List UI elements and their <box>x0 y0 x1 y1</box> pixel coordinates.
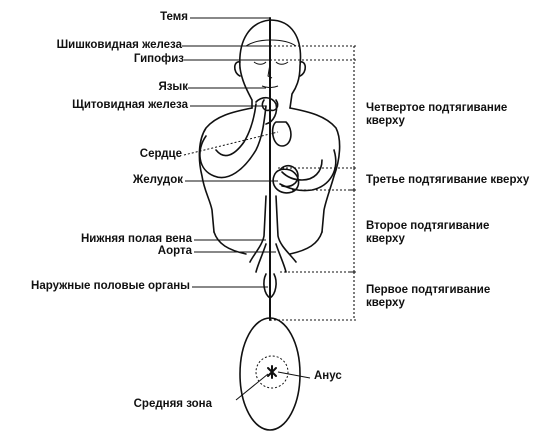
body-outline <box>198 19 341 255</box>
pull-second-line1: Второе подтягивание <box>366 220 490 232</box>
pull-brackets <box>350 45 358 321</box>
pull-first-line2: кверху <box>366 297 405 309</box>
level-guides <box>270 45 354 321</box>
label-aorta: Аорта <box>157 245 192 257</box>
leader-lines <box>182 17 311 401</box>
anus-mark <box>267 365 277 379</box>
pull-fourth-line1: Четвертое подтягивание <box>366 102 508 114</box>
pull-fourth-line2: кверху <box>366 115 405 127</box>
label-tongue: Язык <box>158 81 188 93</box>
label-pituitary: Гипофиз <box>133 53 184 65</box>
pull-third: Третье подтягивание кверху <box>366 174 530 186</box>
label-thyroid-gland: Щитовидная железа <box>72 99 188 111</box>
label-genitals: Наружные половые органы <box>31 280 190 292</box>
label-middle-zone: Средняя зона <box>133 398 212 410</box>
organs <box>249 99 300 299</box>
label-vena-cava: Нижняя полая вена <box>80 233 192 245</box>
label-pineal-gland: Шишковидная железа <box>56 39 182 51</box>
pull-second-line2: кверху <box>366 233 405 245</box>
label-stomach: Желудок <box>132 174 183 186</box>
label-heart: Сердце <box>139 148 182 160</box>
label-anus: Анус <box>314 370 342 382</box>
pelvic-floor-ellipse <box>239 317 301 431</box>
middle-zone-circle <box>255 355 289 389</box>
pull-first-line1: Первое подтягивание <box>366 284 491 296</box>
label-crown: Темя <box>160 11 188 23</box>
